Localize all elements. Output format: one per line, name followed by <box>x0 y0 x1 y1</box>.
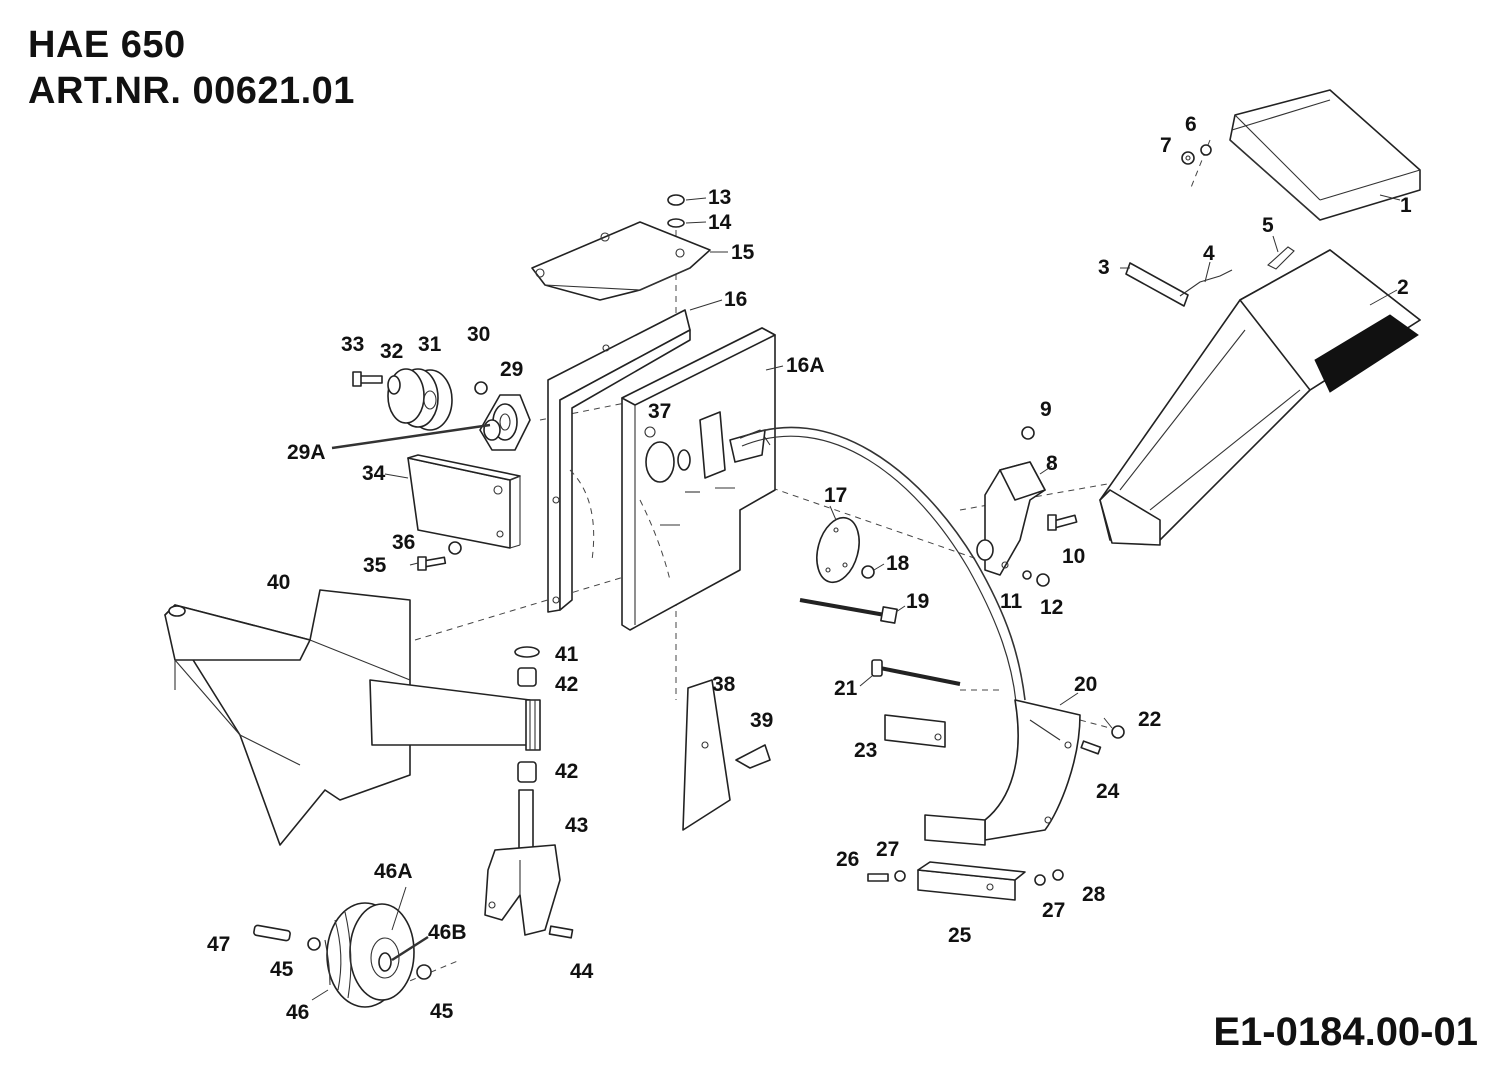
label-46b: 46B <box>428 921 467 944</box>
label-11: 11 <box>1000 590 1023 613</box>
part-46-wheel <box>324 902 415 1008</box>
label-33: 33 <box>341 333 364 356</box>
label-44: 44 <box>570 960 594 983</box>
label-43: 43 <box>565 814 588 837</box>
label-25: 25 <box>948 924 972 947</box>
label-5: 5 <box>1262 214 1274 237</box>
label-31: 31 <box>418 333 442 356</box>
article-number: ART.NR. 00621.01 <box>28 70 355 112</box>
leader-lines <box>311 194 1401 1001</box>
label-7: 7 <box>1160 134 1172 157</box>
parts-45-47-axle <box>253 924 432 980</box>
part-25-strip <box>917 861 1026 901</box>
label-9: 9 <box>1040 398 1052 421</box>
label-12: 12 <box>1040 596 1063 619</box>
part-19-long-bolt <box>799 598 898 624</box>
part-16-frame-plate <box>547 309 691 613</box>
model-title: HAE 650 <box>28 24 186 66</box>
label-15: 15 <box>731 241 755 264</box>
label-26: 26 <box>836 848 859 871</box>
parts-41-42-pivot <box>514 646 541 783</box>
label-18: 18 <box>886 552 910 575</box>
parts-26-28-hardware <box>867 869 1064 886</box>
part-30-nut <box>474 381 488 395</box>
label-42-a: 42 <box>555 673 578 696</box>
label-13: 13 <box>708 186 731 209</box>
part-39-latch <box>735 744 771 769</box>
part-40-main-frame <box>164 589 531 846</box>
label-6: 6 <box>1185 113 1197 136</box>
label-1: 1 <box>1400 194 1412 217</box>
label-19: 19 <box>906 590 929 613</box>
part-1-hopper-lid <box>1229 89 1421 221</box>
part-34-bracket <box>407 454 521 549</box>
part-16a-side-plate <box>621 327 776 631</box>
part-15-top-cover <box>531 221 711 301</box>
label-32: 32 <box>380 340 403 363</box>
label-22: 22 <box>1138 708 1161 731</box>
label-39: 39 <box>750 709 773 732</box>
label-24: 24 <box>1096 780 1120 803</box>
label-8: 8 <box>1046 452 1058 475</box>
label-20: 20 <box>1074 673 1097 696</box>
part-44-bolt <box>548 925 574 939</box>
label-30: 30 <box>467 323 490 346</box>
label-27-b: 27 <box>1042 899 1065 922</box>
label-28: 28 <box>1082 883 1106 906</box>
label-17: 17 <box>824 484 847 507</box>
parts-22-24-hardware <box>1080 725 1125 755</box>
parts-13-14-nut-washer <box>667 194 685 228</box>
label-46a: 46A <box>374 860 413 883</box>
parts-9-12-hardware <box>1021 426 1078 587</box>
part-2-feed-chute <box>1099 249 1421 546</box>
parts-35-36-bolt-washer <box>417 541 462 571</box>
part-17-disc <box>816 516 860 584</box>
parts-3-7-hardware <box>1125 144 1295 307</box>
label-37: 37 <box>648 400 671 423</box>
label-38: 38 <box>712 673 736 696</box>
part-21-long-bolt <box>871 659 961 686</box>
label-16a: 16A <box>786 354 825 377</box>
label-2: 2 <box>1397 276 1409 299</box>
part-43-castor-fork <box>484 789 561 936</box>
label-27-a: 27 <box>876 838 899 861</box>
label-36: 36 <box>392 531 415 554</box>
label-14: 14 <box>708 211 732 234</box>
label-35: 35 <box>363 554 387 577</box>
label-47: 47 <box>207 933 230 956</box>
label-23: 23 <box>854 739 877 762</box>
callout-labels: 1 2 3 4 5 6 7 8 9 10 11 12 13 14 15 16 1… <box>207 113 1412 1024</box>
label-42-b: 42 <box>555 760 578 783</box>
part-18-nut <box>861 565 875 579</box>
part-8-bracket <box>976 461 1046 576</box>
label-16: 16 <box>724 288 747 311</box>
label-10: 10 <box>1062 545 1085 568</box>
label-45-b: 45 <box>430 1000 454 1023</box>
part-23-strip <box>884 714 946 748</box>
part-38-side-plate <box>682 679 731 831</box>
label-34: 34 <box>362 462 386 485</box>
drawing-code: E1-0184.00-01 <box>1213 1010 1478 1054</box>
part-20-curved-guard <box>924 699 1081 846</box>
label-21: 21 <box>834 677 858 700</box>
label-45-a: 45 <box>270 958 294 981</box>
label-3: 3 <box>1098 256 1110 279</box>
parts-32-33-washer-bolt <box>352 371 401 395</box>
label-29: 29 <box>500 358 523 381</box>
drive-belt <box>739 426 1026 703</box>
label-41: 41 <box>555 643 579 666</box>
label-46: 46 <box>286 1001 309 1024</box>
label-29a: 29A <box>287 441 326 464</box>
label-4: 4 <box>1203 242 1215 265</box>
part-29-bearing-flange <box>479 394 531 451</box>
label-40: 40 <box>267 571 290 594</box>
